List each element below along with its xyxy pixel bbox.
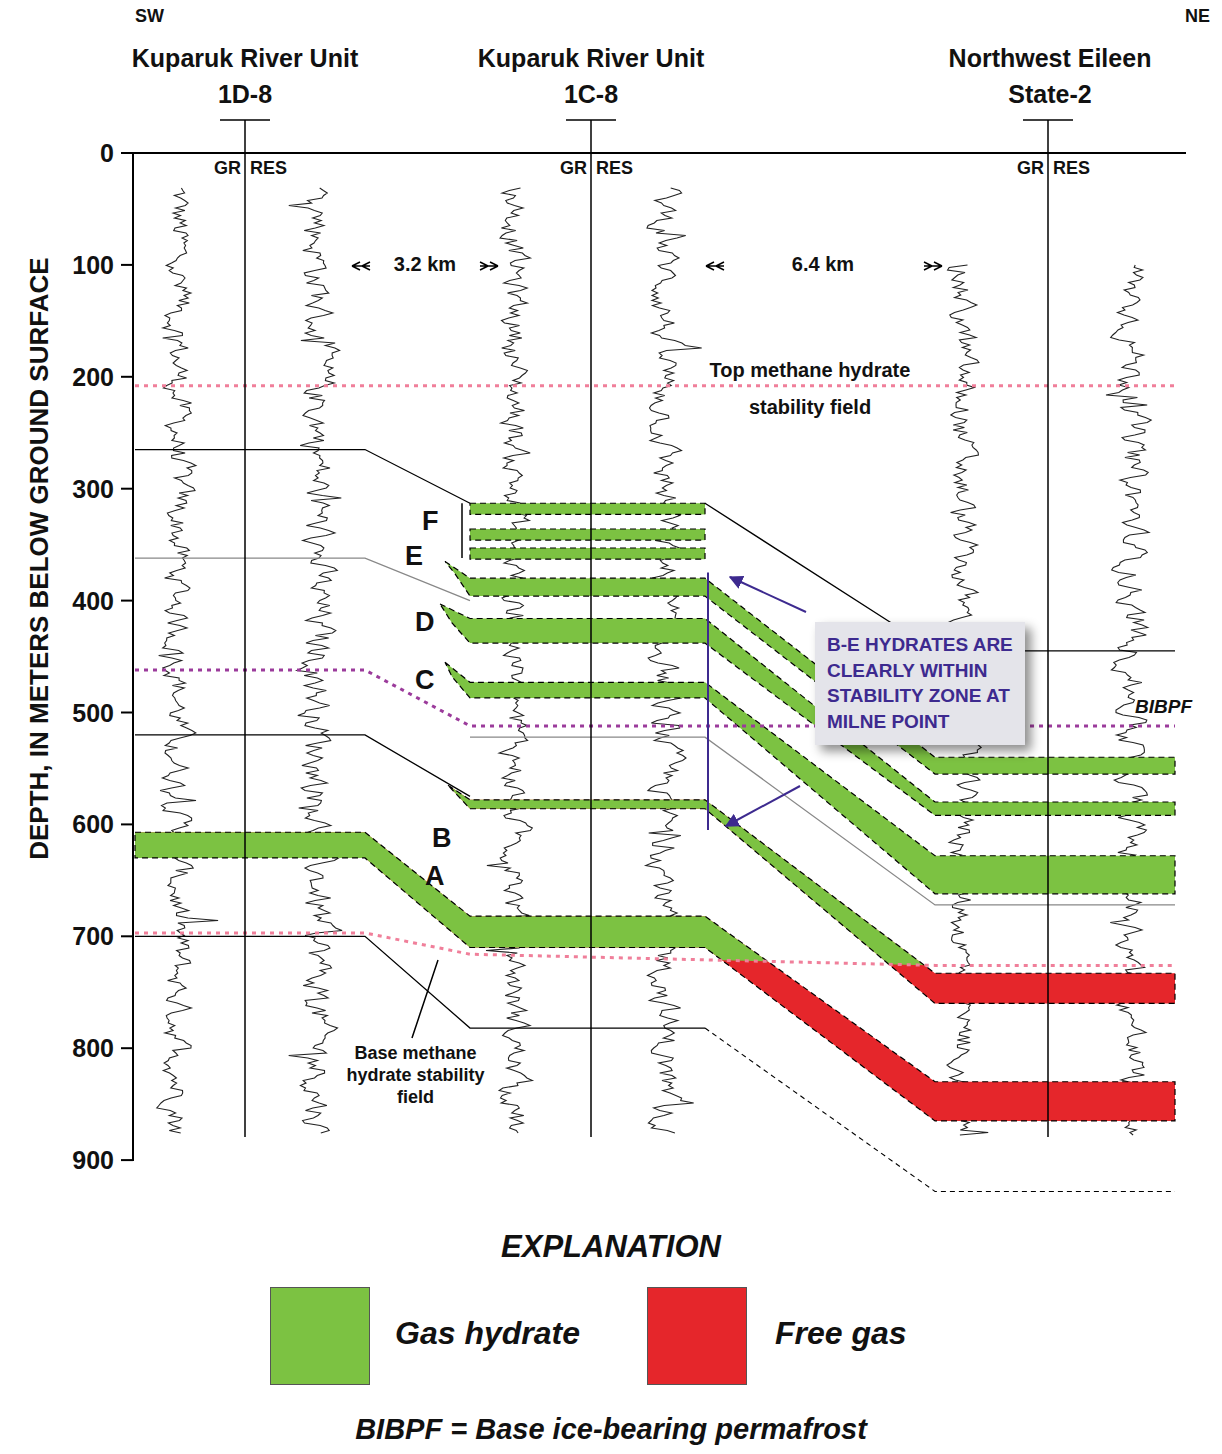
top-stability-line xyxy=(135,384,1175,387)
hydrate-band xyxy=(470,548,705,559)
annotation: EXPLANATION xyxy=(311,1228,911,1265)
log-label: RES xyxy=(250,158,310,180)
well-name: Northwest Eileen State-2 xyxy=(920,40,1180,112)
well-line xyxy=(244,120,246,1137)
log-curve xyxy=(646,188,702,1133)
log-label: GR xyxy=(541,158,587,180)
zone-letter: D xyxy=(415,606,445,638)
callout-text: B-E HYDRATES ARE CLEARLY WITHIN STABILIT… xyxy=(827,632,1013,735)
tick xyxy=(121,600,133,602)
strata xyxy=(135,386,1175,1192)
log-curve xyxy=(289,188,342,1133)
callout-bar xyxy=(707,573,709,830)
hydrate-band xyxy=(470,529,705,540)
depth-tick: 0 xyxy=(10,138,114,168)
callout-arrow xyxy=(726,786,800,826)
distance-arrow xyxy=(924,262,942,270)
hydrate-band xyxy=(445,561,1175,774)
tick xyxy=(121,1047,133,1049)
annotation: BIBPF xyxy=(1135,696,1207,719)
base-stability-line xyxy=(135,933,1175,965)
horizon-lines xyxy=(135,450,1175,1192)
free-gas xyxy=(135,785,1175,1121)
compass-label: SW xyxy=(135,6,185,28)
legend-swatch xyxy=(647,1287,747,1385)
annotation: 6.4 km xyxy=(778,252,868,276)
well-head xyxy=(220,119,270,121)
tick xyxy=(121,935,133,937)
axes xyxy=(121,153,1186,1161)
horizon xyxy=(135,450,470,504)
depth-tick: 900 xyxy=(10,1145,114,1175)
hydrate-band xyxy=(445,662,1175,894)
zone-letter: F xyxy=(422,505,452,537)
zone-letter: B xyxy=(432,822,462,854)
annotation: BIBPF = Base ice-bearing permafrost xyxy=(111,1412,1111,1447)
well-line xyxy=(590,120,592,1137)
depth-tick: 700 xyxy=(10,921,114,951)
annotation: Top methane hydrate stability field xyxy=(680,352,940,426)
tick xyxy=(121,712,133,714)
hydrate-band xyxy=(470,503,705,514)
tick xyxy=(121,1159,133,1161)
log-label: GR xyxy=(998,158,1044,180)
zone-letter: E xyxy=(405,540,435,572)
leader-line xyxy=(412,960,438,1038)
log-label: GR xyxy=(195,158,241,180)
callout-arrow xyxy=(730,577,806,612)
distance-arrow xyxy=(352,262,370,270)
well-line xyxy=(1047,120,1049,1137)
annotation: Base methane hydrate stability field xyxy=(328,1042,503,1108)
well-name: Kuparuk River Unit 1D-8 xyxy=(110,40,380,112)
legend-swatch xyxy=(270,1287,370,1385)
log-label: RES xyxy=(1053,158,1113,180)
distance-arrow xyxy=(706,262,724,270)
zone-letter: A xyxy=(425,860,455,892)
compass-label: NE xyxy=(1150,6,1210,28)
depth-tick: 800 xyxy=(10,1033,114,1063)
tick xyxy=(121,823,133,825)
zone-letter: C xyxy=(415,664,445,696)
f-bracket xyxy=(461,503,463,558)
well-head xyxy=(566,119,616,121)
distance-arrow xyxy=(480,262,498,270)
log-label: RES xyxy=(596,158,656,180)
tick xyxy=(121,488,133,490)
well-name: Kuparuk River Unit 1C-8 xyxy=(456,40,726,112)
tick xyxy=(121,264,133,266)
log-curve xyxy=(486,188,532,1133)
callout-box: B-E HYDRATES ARE CLEARLY WITHIN STABILIT… xyxy=(815,622,1025,745)
tick xyxy=(121,376,133,378)
hydrate-on-slope xyxy=(135,785,1175,1121)
hydrate-bands xyxy=(135,503,1175,1121)
top-axis xyxy=(133,152,1186,154)
callout-arrows xyxy=(726,577,806,826)
well-head xyxy=(1023,119,1073,121)
horizon xyxy=(135,735,470,797)
y-axis xyxy=(132,153,134,1161)
tick xyxy=(121,152,133,154)
legend-text: Free gas xyxy=(775,1314,907,1352)
wells xyxy=(220,120,1073,1137)
legend-text: Gas hydrate xyxy=(395,1314,580,1352)
axis-title: DEPTH, IN METERS BELOW GROUND SURFACE xyxy=(24,109,55,1009)
hydrate-band xyxy=(440,604,1175,815)
log-curve xyxy=(157,188,218,1133)
annotation: 3.2 km xyxy=(380,252,470,276)
